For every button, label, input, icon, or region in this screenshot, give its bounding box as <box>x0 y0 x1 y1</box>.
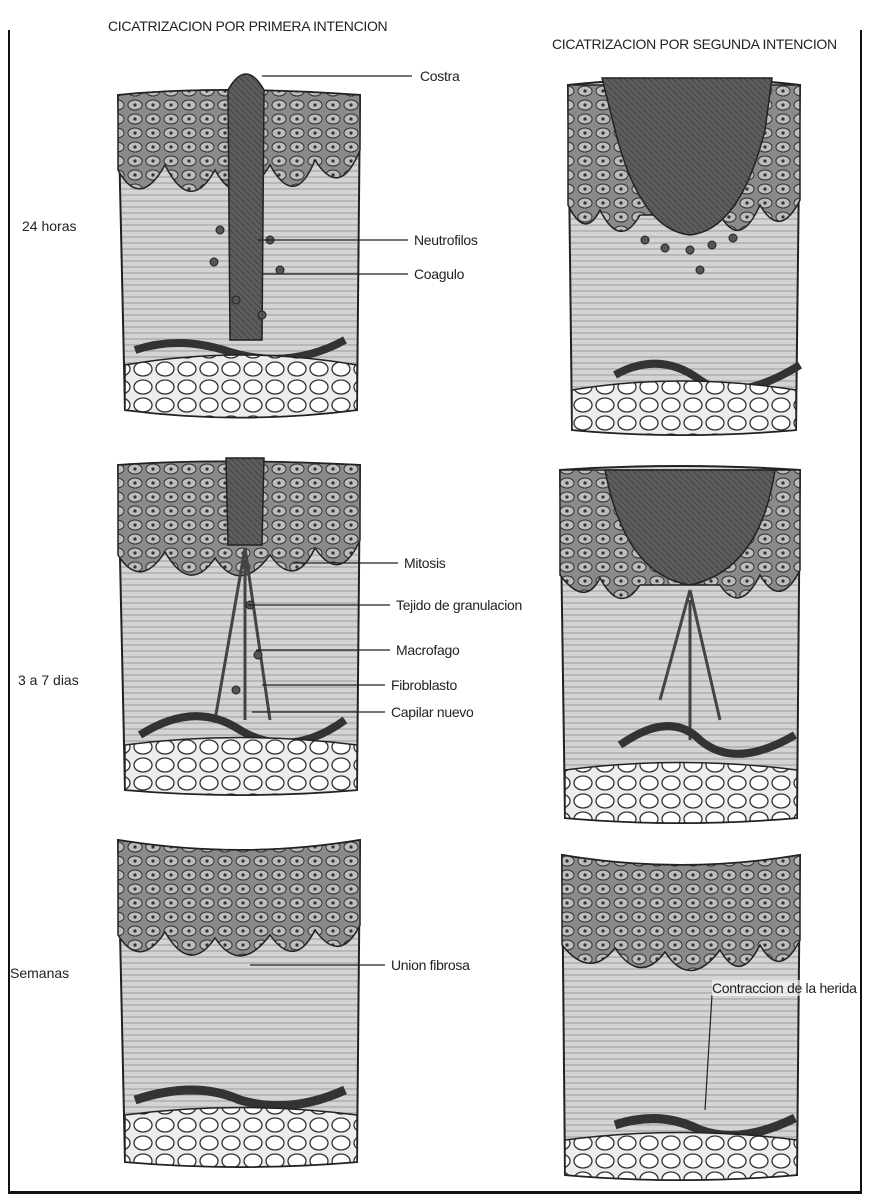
label-coagulo: Coagulo <box>414 266 464 282</box>
label-macrofago: Macrofago <box>396 642 459 658</box>
label-contraccion: Contraccion de la herida <box>712 980 857 996</box>
label-fibroblasto: Fibroblasto <box>391 677 457 693</box>
panel-second-24h <box>568 78 800 435</box>
label-capilar-nuevo: Capilar nuevo <box>391 704 474 720</box>
panel-second-3-7-days <box>560 466 800 823</box>
panel-first-weeks <box>118 840 360 1167</box>
panel-second-weeks <box>562 855 800 1180</box>
label-costra: Costra <box>420 68 459 84</box>
label-mitosis: Mitosis <box>404 555 445 571</box>
label-union-fibrosa: Union fibrosa <box>391 957 470 973</box>
panel-first-24h <box>118 74 360 418</box>
label-neutrofilos: Neutrofilos <box>414 232 478 248</box>
label-tejido-granulacion: Tejido de granulacion <box>396 597 522 613</box>
panel-first-3-7-days <box>118 458 360 795</box>
